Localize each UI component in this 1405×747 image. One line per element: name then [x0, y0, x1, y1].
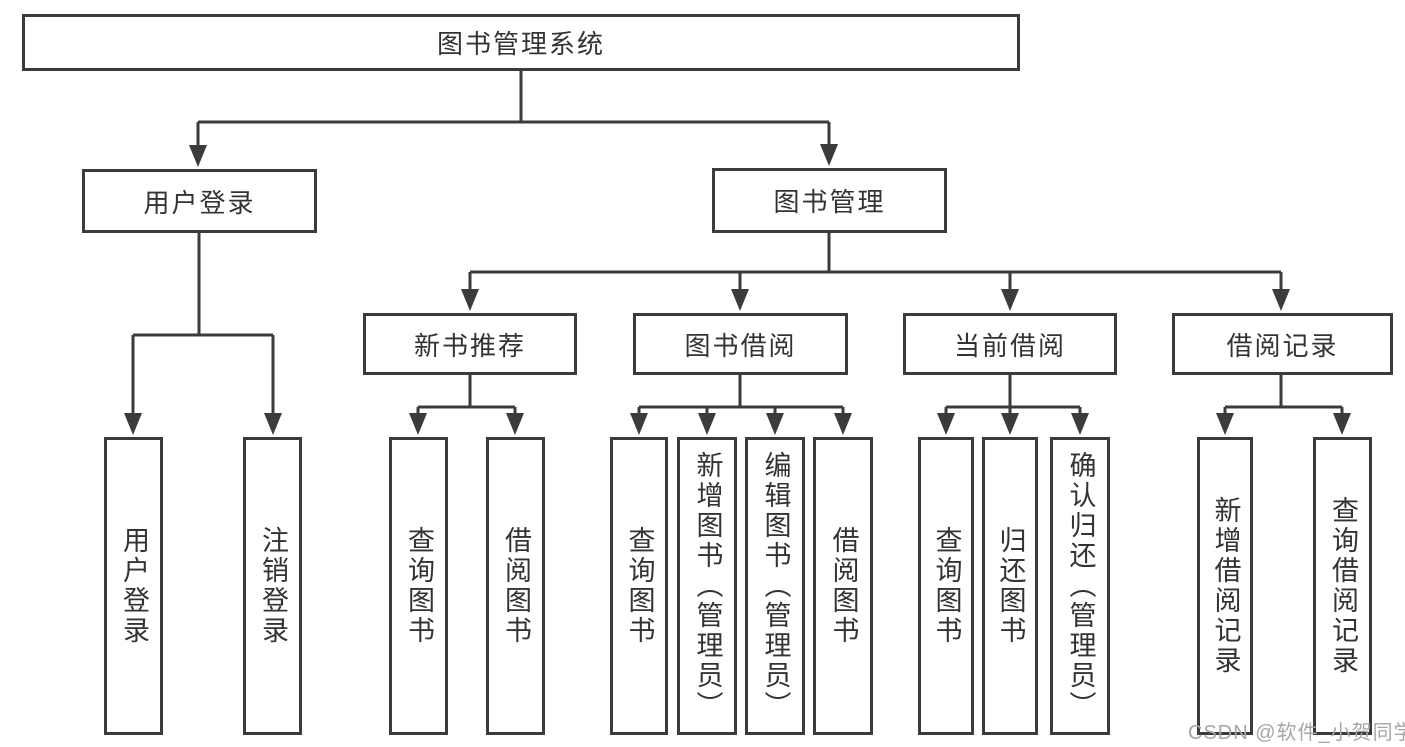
node-recommend-query-books: 查询图书	[389, 437, 448, 735]
node-borrow-query-books: 查询图书	[610, 437, 668, 735]
arrowhead	[409, 413, 427, 435]
node-book-borrowing: 图书借阅	[633, 313, 848, 375]
arrowhead	[820, 144, 838, 166]
arrowhead	[1001, 289, 1019, 311]
node-borrowing-records: 借阅记录	[1172, 313, 1393, 375]
arrowhead	[124, 413, 142, 435]
arrowhead	[264, 413, 282, 435]
node-current-borrowing: 当前借阅	[903, 313, 1117, 375]
node-borrow-edit-books-admin: 编辑图书（管理员）	[745, 437, 805, 735]
node-logout-leaf: 注销登录	[243, 437, 302, 735]
connector-root-to-level2	[196, 71, 831, 147]
arrowhead	[698, 413, 716, 435]
connector-current-to-leaves	[944, 375, 1082, 415]
arrowhead	[766, 413, 784, 435]
connector-records-to-leaves	[1223, 375, 1344, 415]
arrowhead	[189, 145, 207, 167]
arrowhead	[834, 413, 852, 435]
node-recommend-borrow-books: 借阅图书	[486, 437, 545, 735]
node-current-confirm-return-admin: 确认归还（管理员）	[1050, 437, 1110, 735]
node-current-query-books: 查询图书	[918, 437, 974, 735]
connector-borrow-to-leaves	[637, 375, 845, 415]
node-book-management: 图书管理	[712, 168, 947, 233]
arrowhead	[461, 289, 479, 311]
arrowhead	[1272, 289, 1290, 311]
arrowhead	[731, 289, 749, 311]
node-borrow-add-books-admin: 新增图书（管理员）	[677, 437, 737, 735]
connector-recommend-to-leaves	[416, 375, 517, 415]
arrowhead	[1216, 413, 1234, 435]
node-login-leaf: 用户登录	[104, 437, 163, 735]
arrowhead	[1071, 413, 1089, 435]
arrowhead	[1001, 413, 1019, 435]
arrowheads	[124, 144, 1351, 435]
arrowhead	[937, 413, 955, 435]
arrowhead	[1333, 413, 1351, 435]
node-records-add-record: 新增借阅记录	[1197, 437, 1253, 735]
node-current-return-books: 归还图书	[982, 437, 1038, 735]
node-user-login: 用户登录	[82, 169, 317, 233]
node-new-book-recommend: 新书推荐	[363, 313, 577, 375]
csdn-watermark: CSDN @软件_小贺同学	[1188, 722, 1405, 744]
connector-userlogin-to-leaves	[131, 233, 275, 415]
node-records-query-record: 查询借阅记录	[1313, 437, 1372, 735]
arrowhead	[506, 413, 524, 435]
node-borrow-borrow-books: 借阅图书	[813, 437, 873, 735]
connector-bookmgmt-to-level3	[468, 233, 1283, 291]
arrowhead	[630, 413, 648, 435]
node-library-management-system: 图书管理系统	[22, 14, 1020, 71]
